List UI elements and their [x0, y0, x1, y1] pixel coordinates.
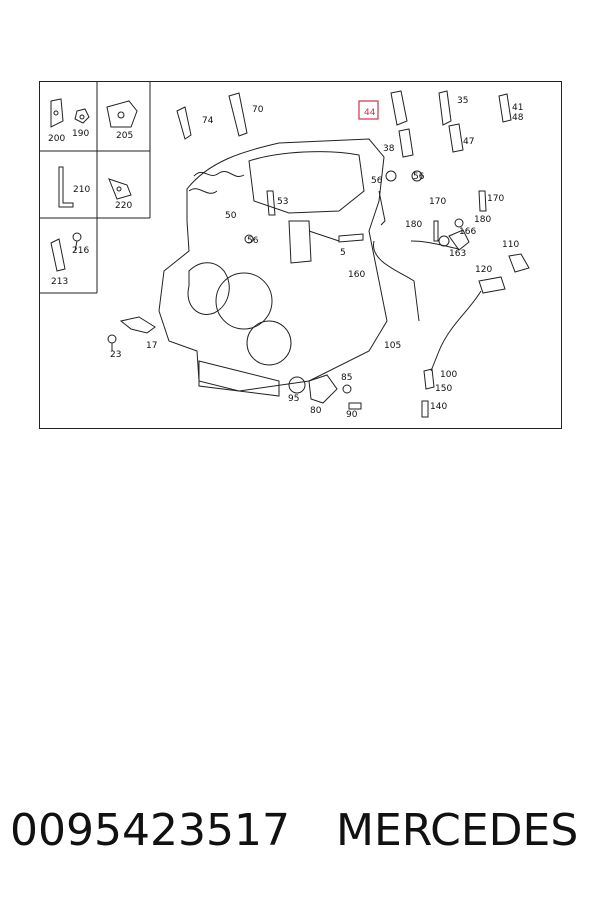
part-number: 0095423517: [10, 805, 290, 856]
label-35: 35: [457, 96, 468, 106]
label-190: 190: [72, 129, 89, 139]
label-180-right: 180: [474, 215, 491, 225]
label-105: 105: [384, 341, 401, 351]
label-56-mid: 56: [371, 176, 383, 186]
label-120: 120: [475, 265, 492, 275]
label-216: 216: [72, 246, 89, 256]
label-17: 17: [146, 341, 157, 351]
label-166: 166: [459, 227, 476, 237]
engine-block-sketch: [158, 138, 388, 397]
label-38: 38: [383, 144, 395, 154]
label-220: 220: [115, 201, 132, 211]
label-110: 110: [502, 240, 519, 250]
inset-part-sketches: [50, 98, 138, 272]
label-5: 5: [340, 248, 346, 258]
brand-name: MERCEDES: [336, 805, 579, 856]
callout-labels: 200 190 205 210 220 216 213 74 70 53 50 …: [48, 96, 524, 420]
label-56-right: 56: [413, 172, 425, 182]
caption: 0095423517 MERCEDES: [0, 796, 600, 866]
parts-diagram: 200 190 205 210 220 216 213 74 70 53 50 …: [39, 81, 562, 429]
label-180-left: 180: [405, 220, 422, 230]
label-85: 85: [341, 373, 352, 383]
label-140: 140: [430, 402, 447, 412]
label-80: 80: [310, 406, 322, 416]
label-170-right: 170: [487, 194, 504, 204]
sensor-sketches: [107, 90, 530, 418]
label-150: 150: [435, 384, 452, 394]
label-100: 100: [440, 370, 457, 380]
label-90: 90: [346, 410, 358, 420]
highlight-box-44: [358, 100, 379, 120]
label-50: 50: [225, 211, 237, 221]
label-53: 53: [277, 197, 288, 207]
inset-grid: [39, 81, 151, 294]
label-95: 95: [288, 394, 299, 404]
label-170-left: 170: [429, 197, 446, 207]
label-41: 41: [512, 103, 523, 113]
label-160: 160: [348, 270, 365, 280]
label-74: 74: [202, 116, 214, 126]
label-200: 200: [48, 134, 65, 144]
label-47: 47: [463, 137, 474, 147]
label-56-left: 56: [247, 236, 259, 246]
diagram-frame: [39, 81, 562, 429]
label-70: 70: [252, 105, 264, 115]
label-205: 205: [116, 131, 133, 141]
label-23: 23: [110, 350, 121, 360]
label-210: 210: [73, 185, 90, 195]
label-163: 163: [449, 249, 466, 259]
label-48: 48: [512, 113, 524, 123]
label-44: 44: [364, 108, 376, 118]
label-213: 213: [51, 277, 68, 287]
